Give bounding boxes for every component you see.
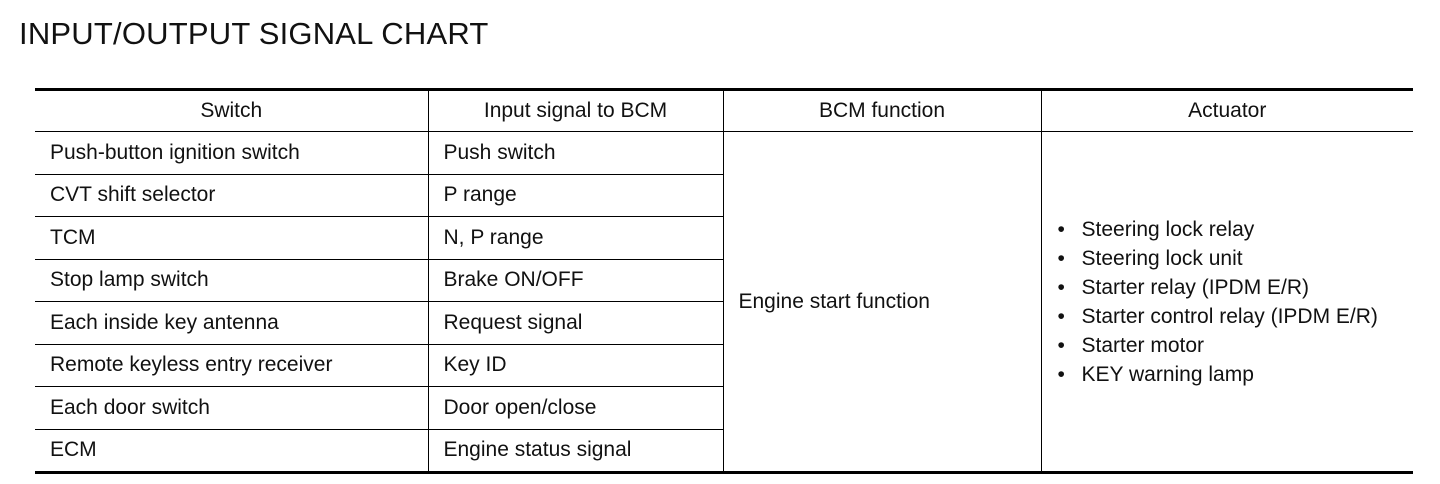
table-header-row: Switch Input signal to BCM BCM function … bbox=[35, 89, 1413, 132]
input-signal-cell: Request signal bbox=[427, 301, 723, 344]
input-signal-cell: Push switch bbox=[427, 131, 723, 174]
page-title: INPUT/OUTPUT SIGNAL CHART bbox=[19, 16, 489, 51]
input-signal-cell: Brake ON/OFF bbox=[427, 258, 723, 302]
table-row: Push-button ignition switch Push switch … bbox=[35, 131, 1413, 474]
column-header-bcm-function: BCM function bbox=[722, 89, 1041, 132]
input-signal-cell: P range bbox=[427, 173, 723, 217]
actuator-item: Steering lock relay bbox=[1056, 215, 1400, 244]
table-row: Stop lamp switch Brake ON/OFF bbox=[35, 258, 1413, 302]
actuator-item: Starter motor bbox=[1056, 331, 1400, 360]
actuator-item: Steering lock unit bbox=[1056, 244, 1400, 273]
switch-cell: CVT shift selector bbox=[35, 173, 428, 217]
table-row: Remote keyless entry receiver Key ID bbox=[35, 343, 1413, 387]
input-signal-cell: N, P range bbox=[427, 216, 723, 259]
actuator-item: Starter relay (IPDM E/R) bbox=[1056, 273, 1400, 302]
input-signal-cell: Key ID bbox=[427, 343, 723, 387]
column-header-switch: Switch bbox=[35, 89, 428, 132]
actuator-item: KEY warning lamp bbox=[1056, 360, 1400, 389]
column-header-actuator: Actuator bbox=[1040, 89, 1413, 132]
switch-cell: Stop lamp switch bbox=[35, 258, 428, 302]
actuator-item: Starter control relay (IPDM E/R) bbox=[1056, 302, 1400, 331]
switch-cell: TCM bbox=[35, 216, 428, 259]
switch-cell: Push-button ignition switch bbox=[35, 131, 428, 174]
actuator-list: Steering lock relay Steering lock unit S… bbox=[1056, 215, 1400, 389]
input-output-signal-table: Switch Input signal to BCM BCM function … bbox=[35, 88, 1413, 474]
switch-cell: ECM bbox=[35, 428, 428, 474]
actuator-cell: Steering lock relay Steering lock unit S… bbox=[1040, 131, 1413, 474]
bcm-function-cell: Engine start function bbox=[722, 131, 1041, 474]
table-row: CVT shift selector P range bbox=[35, 173, 1413, 217]
table-row: ECM Engine status signal bbox=[35, 428, 1413, 474]
input-signal-cell: Engine status signal bbox=[427, 428, 723, 474]
input-signal-cell: Door open/close bbox=[427, 386, 723, 429]
column-header-input-signal: Input signal to BCM bbox=[427, 89, 723, 132]
table-row: Each inside key antenna Request signal bbox=[35, 301, 1413, 344]
switch-cell: Remote keyless entry receiver bbox=[35, 343, 428, 387]
table-row: Each door switch Door open/close bbox=[35, 386, 1413, 429]
table-row: TCM N, P range bbox=[35, 216, 1413, 259]
switch-cell: Each inside key antenna bbox=[35, 301, 428, 344]
switch-cell: Each door switch bbox=[35, 386, 428, 429]
